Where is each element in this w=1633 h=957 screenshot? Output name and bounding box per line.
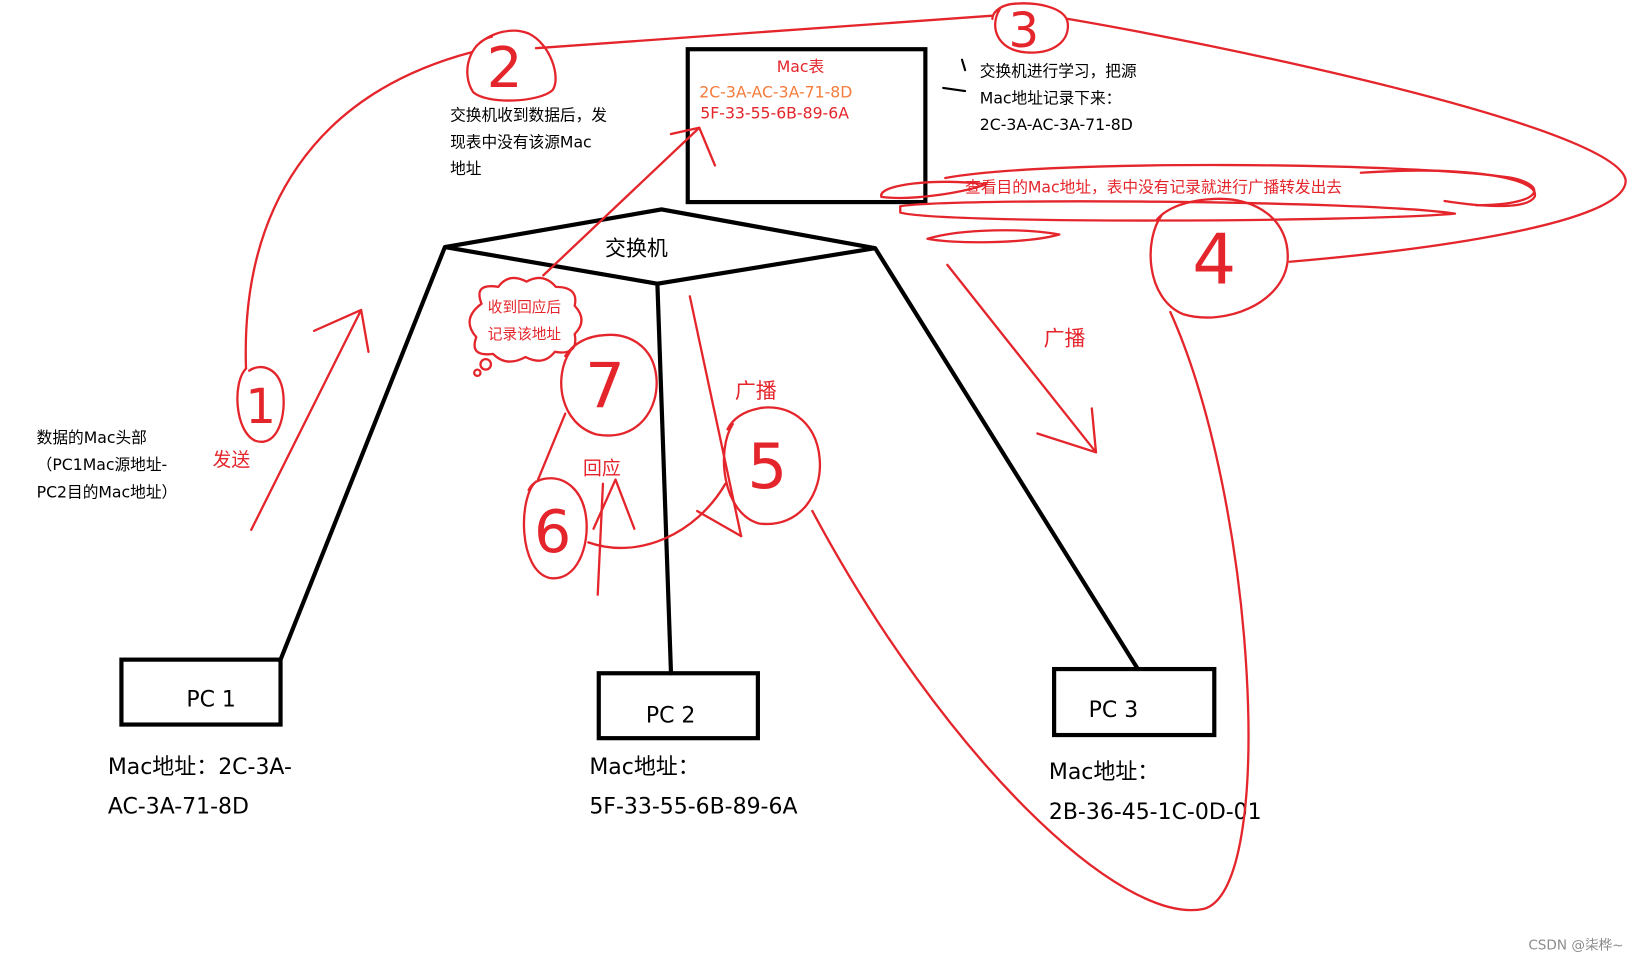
cloud-stroke <box>899 200 1457 222</box>
pc3-mac-address: Mac地址： <box>1049 760 1159 785</box>
step-3-marker: 3 <box>991 2 1069 59</box>
step-circle <box>236 365 285 443</box>
step-number: 1 <box>245 379 276 435</box>
curve-step4-to-step5 <box>811 310 1250 912</box>
line-step2-to-step3 <box>534 14 994 50</box>
step-number: 7 <box>585 349 625 422</box>
arrow-shaft <box>946 263 1098 454</box>
broadcast-pc3-label: 广播 <box>1044 327 1086 351</box>
curve-step5-to-step6 <box>587 482 727 550</box>
step-1-marker: 1 <box>236 365 285 443</box>
step4-note: 查看目的Mac地址，表中没有记录就进行广播转发出去 <box>965 178 1342 197</box>
step-circle <box>466 29 557 102</box>
step-number: 3 <box>1008 3 1039 59</box>
step2-note: 地址 <box>450 159 482 178</box>
reply-label: 回应 <box>583 457 621 479</box>
cloud-stroke <box>926 229 1061 244</box>
link-switch-pc1 <box>278 245 447 662</box>
notes-layer: 数据的Mac头部 （PC1Mac源地址- PC2目的Mac地址） 交换机收到数据… <box>37 61 1624 953</box>
step7-note: 收到回应后 <box>488 298 561 316</box>
step7-note: 记录该地址 <box>488 326 562 343</box>
arrow-broadcast-pc3 <box>946 263 1098 454</box>
pc1-mac-address: Mac地址：2C-3A- <box>108 755 292 780</box>
pc1-box <box>119 657 283 727</box>
cloud-stroke <box>1359 169 1536 208</box>
step-2-marker: 2 <box>466 29 557 102</box>
step-7-marker: 7 <box>560 333 658 437</box>
step-circle <box>560 333 658 437</box>
pc1-mac-address: AC-3A-71-8D <box>108 795 249 820</box>
bubble-dot <box>473 368 482 378</box>
pc2-box <box>596 671 760 741</box>
curve-step3-to-step4 <box>1066 17 1627 263</box>
pen-mark <box>960 58 967 72</box>
arrow-head <box>592 478 636 530</box>
step-5-marker: 5 <box>722 406 822 526</box>
cloud-stroke <box>880 180 988 200</box>
annotation-layer: 查看目的Mac地址，表中没有记录就进行广播转发出去 收到回应后 记录该地址 发送… <box>212 2 1627 912</box>
link-switch-pc2 <box>655 281 674 676</box>
arrow-head <box>669 126 717 167</box>
mac-table-entry: 2C-3A-AC-3A-71-8D <box>699 82 852 101</box>
frame-header-note: 数据的Mac头部 <box>37 428 147 447</box>
switch-label: 交换机 <box>605 236 668 260</box>
step-circle <box>991 2 1069 54</box>
mac-table-entry: 5F-33-55-6B-89-6A <box>700 103 849 122</box>
step-6-marker: 6 <box>522 477 588 580</box>
pc2-label: PC 2 <box>646 703 696 728</box>
send-label: 发送 <box>212 449 250 471</box>
arrow-shaft <box>596 482 605 596</box>
link-switch-pc3 <box>873 246 1140 672</box>
step-circle <box>522 477 588 580</box>
step7-thought-bubble <box>468 276 583 378</box>
pc1-label: PC 1 <box>186 688 236 713</box>
bubble-outline <box>468 276 583 363</box>
pen-mark <box>942 86 967 93</box>
pc3-box <box>1052 666 1217 738</box>
broadcast-pc2-label: 广播 <box>735 379 777 403</box>
pc2-mac-address: 5F-33-55-6B-89-6A <box>589 795 797 820</box>
arrow-shaft <box>688 295 743 538</box>
step2-note: 交换机收到数据后，发 <box>450 105 607 124</box>
frame-header-note: PC2目的Mac地址） <box>37 482 178 501</box>
step-number: 6 <box>534 498 571 566</box>
mac-table-box <box>685 47 928 205</box>
arrow-record-to-table <box>542 126 717 277</box>
pc3-mac-address: 2B-36-45-1C-0D-01 <box>1049 800 1262 825</box>
arrow-shaft <box>250 310 362 531</box>
arrow-head <box>1036 407 1098 454</box>
watermark: CSDN @柒桦~ <box>1528 938 1623 954</box>
step-number: 5 <box>747 430 787 503</box>
pc2-mac-address: Mac地址： <box>589 755 699 780</box>
arrow-reply <box>592 478 636 596</box>
arrow-send <box>250 308 370 531</box>
step-number: 4 <box>1192 221 1236 301</box>
curve-step1-to-step2 <box>244 51 473 370</box>
frame-header-note: （PC1Mac源地址- <box>37 455 168 474</box>
line-step6-to-step7 <box>536 412 567 481</box>
structure-layer: Mac表 2C-3A-AC-3A-71-8D 5F-33-55-6B-89-6A… <box>108 47 1262 825</box>
pc3-label: PC 3 <box>1089 698 1139 723</box>
arrow-head <box>312 308 370 353</box>
step-circle <box>722 406 822 526</box>
step4-cloud <box>880 163 1536 244</box>
step3-note: 2C-3A-AC-3A-71-8D <box>980 115 1133 134</box>
arrow-head <box>696 509 743 538</box>
step-4-marker: 4 <box>1149 197 1289 319</box>
step3-note: 交换机进行学习，把源 <box>980 61 1137 80</box>
step2-note: 现表中没有该源Mac <box>450 133 592 152</box>
arrow-broadcast-pc2 <box>688 295 743 538</box>
step-circle <box>1149 197 1289 319</box>
step3-note: Mac地址记录下来： <box>980 89 1122 108</box>
mac-table-title: Mac表 <box>777 57 825 76</box>
arrow-shaft <box>542 126 701 277</box>
step-number: 2 <box>487 36 523 101</box>
bubble-dot <box>479 357 493 371</box>
